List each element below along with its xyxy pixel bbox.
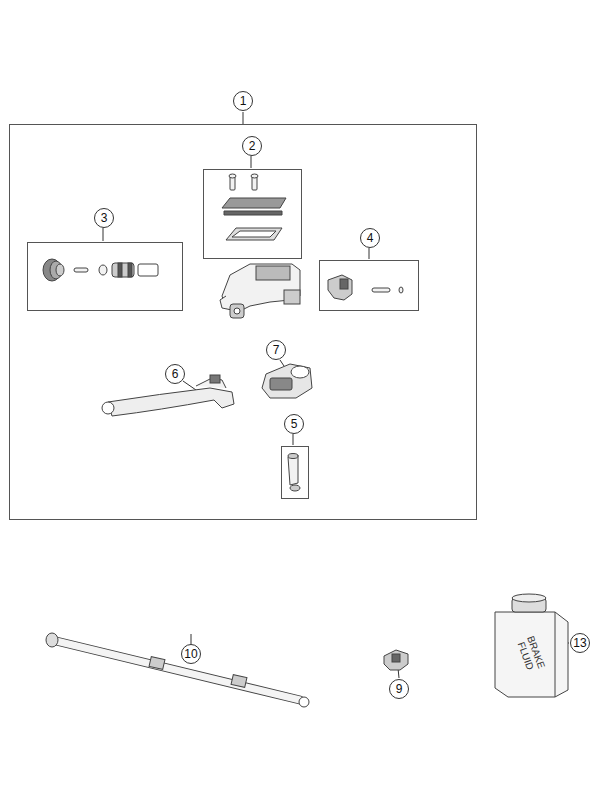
group-box: 5: [281, 446, 309, 499]
group-box: 3: [27, 242, 183, 311]
callout-number: 9: [389, 679, 409, 699]
callout-number: 5: [284, 414, 304, 434]
group-box: 4: [319, 260, 419, 311]
callout-number: 2: [242, 136, 262, 156]
callout-number: 7: [266, 340, 286, 360]
group-box: 2: [203, 169, 302, 259]
group-box: 12345: [9, 124, 477, 520]
callout-number: 6: [165, 364, 185, 384]
callout-number: 1: [233, 91, 253, 111]
callout-number: 13: [570, 633, 590, 653]
callout-number: 4: [360, 228, 380, 248]
callout-number: 10: [181, 644, 201, 664]
callout-number: 3: [94, 208, 114, 228]
